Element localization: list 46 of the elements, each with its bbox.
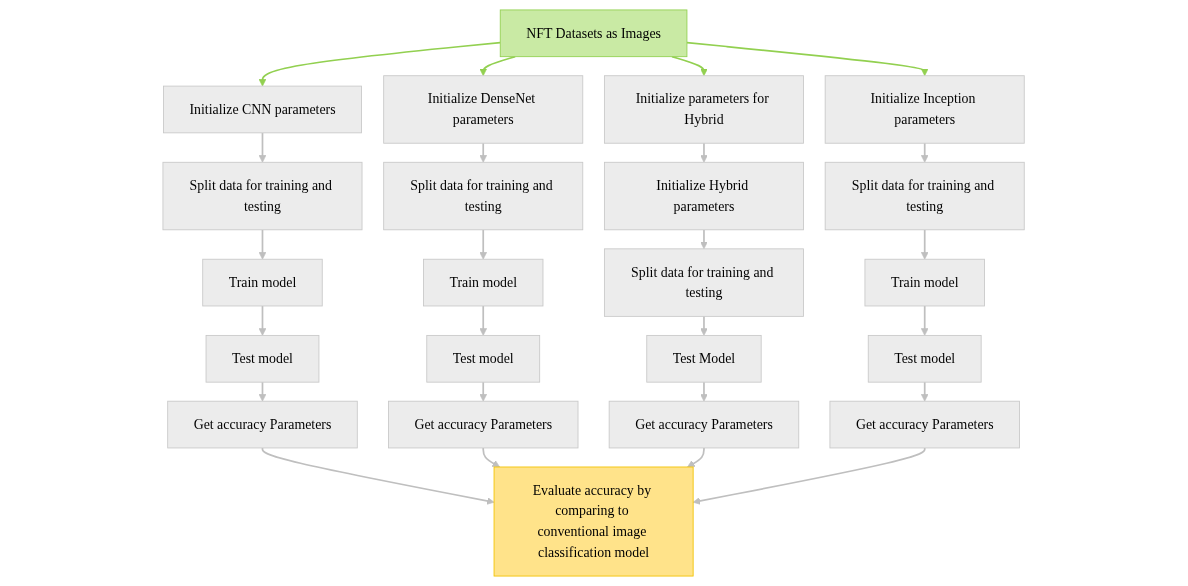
arrow [259, 132, 267, 163]
node-box: Evaluate accuracy by comparing to conventional image classification model [494, 466, 694, 577]
node-box: Get accuracy Parameters [609, 400, 800, 449]
node-box: Train model [864, 258, 986, 307]
arrow [259, 305, 267, 336]
arrow [479, 55, 517, 77]
arrow [479, 142, 488, 163]
node-box: Split data for training and testing [604, 248, 805, 317]
arrow [921, 142, 929, 163]
arrow [921, 305, 929, 336]
node-box: Get accuracy Parameters [829, 400, 1021, 449]
arrow [693, 447, 926, 505]
arrow [671, 55, 709, 77]
node-box: Train model [423, 258, 544, 307]
node-box: Initialize Inception parameters [825, 75, 1026, 144]
arrow [700, 228, 709, 250]
node-box: Initialize parameters for Hybrid [604, 75, 805, 144]
arrow [482, 447, 501, 468]
arrow [700, 315, 709, 336]
arrow [479, 305, 488, 336]
arrow [259, 228, 267, 260]
node-box: NFT Datasets as Images [500, 9, 688, 58]
arrow [259, 381, 267, 402]
arrow [700, 142, 709, 163]
arrow [479, 381, 488, 402]
node-box: Split data for training and testing [383, 161, 584, 231]
node-box: Initialize Hybrid parameters [604, 161, 805, 231]
node-box: Train model [202, 258, 324, 307]
arrow [921, 381, 929, 402]
node-box: Initialize CNN parameters [163, 85, 363, 134]
arrow [262, 447, 495, 505]
arrow [921, 228, 929, 260]
arrow [259, 41, 502, 87]
arrow [686, 41, 929, 77]
node-box: Test model [206, 334, 320, 383]
node-box: Get accuracy Parameters [388, 400, 579, 449]
arrow [687, 447, 706, 468]
node-box: Test model [426, 334, 541, 383]
node-box: Initialize DenseNet parameters [383, 75, 584, 144]
node-box: Split data for training and testing [825, 161, 1026, 231]
arrow [700, 381, 709, 402]
arrow [479, 228, 488, 260]
node-box: Test model [868, 334, 982, 383]
node-box: Get accuracy Parameters [167, 400, 359, 449]
node-box: Test Model [646, 334, 763, 383]
node-box: Split data for training and testing [162, 161, 363, 231]
